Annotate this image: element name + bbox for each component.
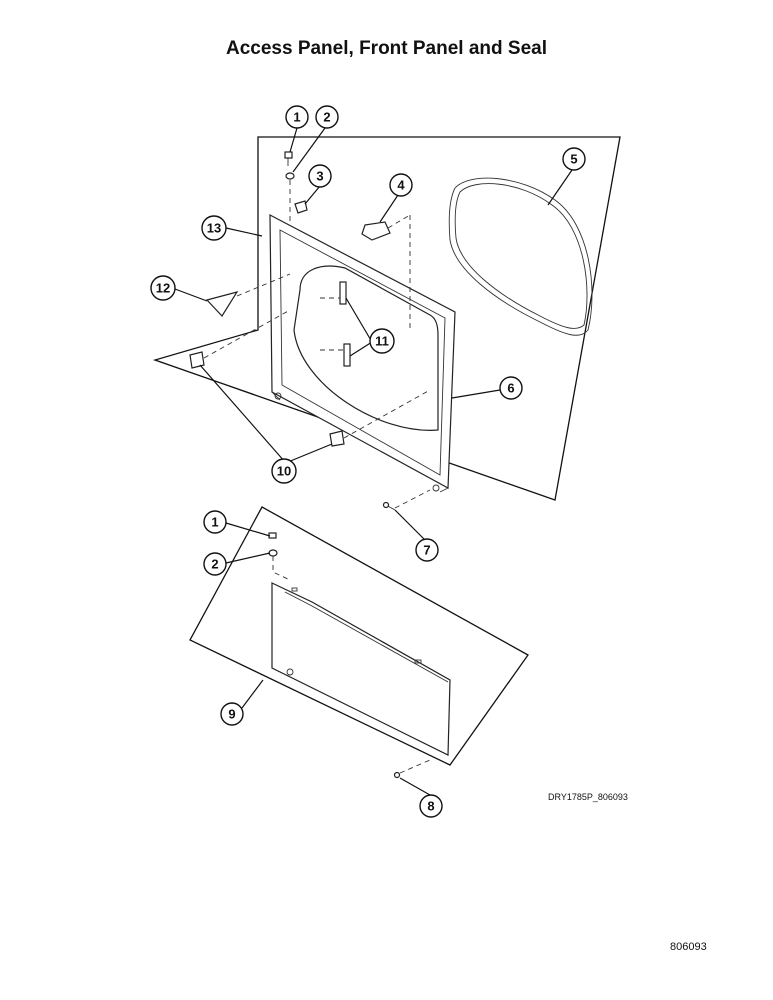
callout-6: 6 [499,376,523,400]
callout-3: 3 [308,164,332,188]
svg-text:13: 13 [207,221,221,236]
callout-10: 10 [271,458,297,484]
callout-1-top: 1 [285,105,309,129]
drawing-code: DRY1785P_806093 [548,792,628,802]
bracket-part [361,214,411,330]
svg-text:12: 12 [156,281,170,296]
svg-text:2: 2 [211,557,218,572]
svg-text:6: 6 [507,381,514,396]
door-seal-part [448,177,593,336]
callout-7: 7 [415,538,439,562]
callout-1-bottom: 1 [203,510,227,534]
svg-text:3: 3 [316,169,323,184]
screw-7-part [382,489,431,511]
access-panel-part [271,582,451,756]
callout-2-top: 2 [315,105,339,129]
hook-parts [320,281,351,367]
svg-text:10: 10 [277,464,291,479]
page-title: Access Panel, Front Panel and Seal [225,38,547,59]
callout-2-bottom: 2 [203,552,227,576]
callout-13: 13 [201,215,227,241]
svg-text:9: 9 [228,707,235,722]
svg-text:11: 11 [375,334,389,349]
svg-text:8: 8 [427,799,434,814]
lower-assembly-plate [189,506,529,766]
leader-lines [174,127,573,796]
callout-9: 9 [220,702,244,726]
svg-text:5: 5 [570,152,577,167]
page-number: 806093 [670,941,707,953]
svg-text:2: 2 [323,110,330,125]
svg-text:4: 4 [397,178,405,193]
svg-text:1: 1 [211,515,218,530]
door-opening-part [293,265,439,431]
washer-bottom-part [268,549,278,557]
bumper-parts [189,309,431,447]
svg-text:7: 7 [423,543,430,558]
washer-top-part [285,172,295,180]
clip-part [294,200,308,214]
screw-8-part [393,759,431,779]
callout-5: 5 [562,147,586,171]
screw-top-part [284,151,293,166]
callout-11: 11 [369,328,395,354]
svg-text:1: 1 [293,110,300,125]
callout-4: 4 [389,173,413,197]
triangle-label-part [205,291,239,317]
callout-12: 12 [150,275,176,301]
callout-8: 8 [419,794,443,818]
